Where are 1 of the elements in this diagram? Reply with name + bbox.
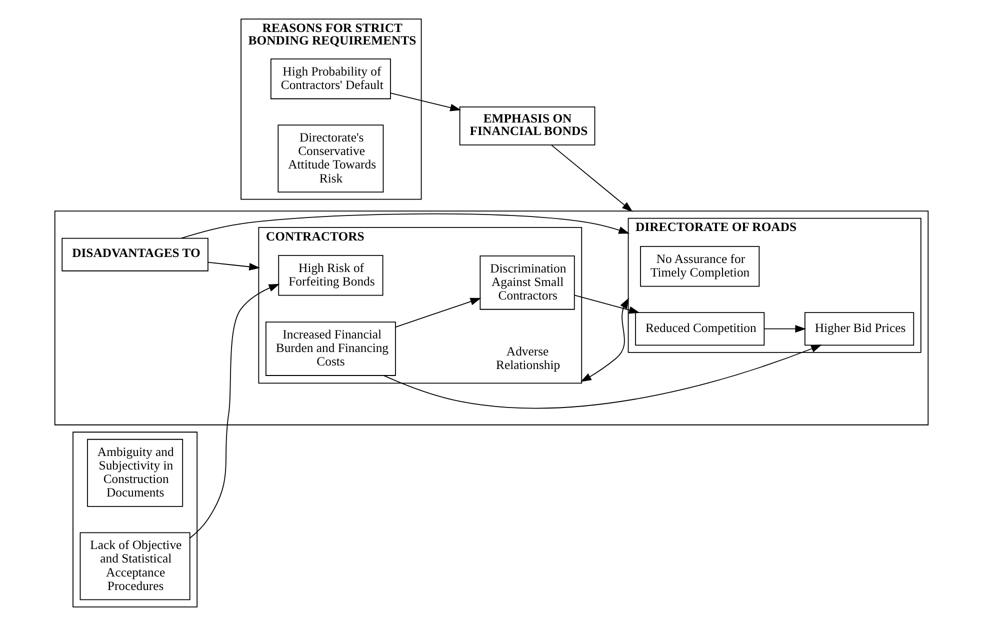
edge-label: Adverse Relationship [496,344,560,372]
